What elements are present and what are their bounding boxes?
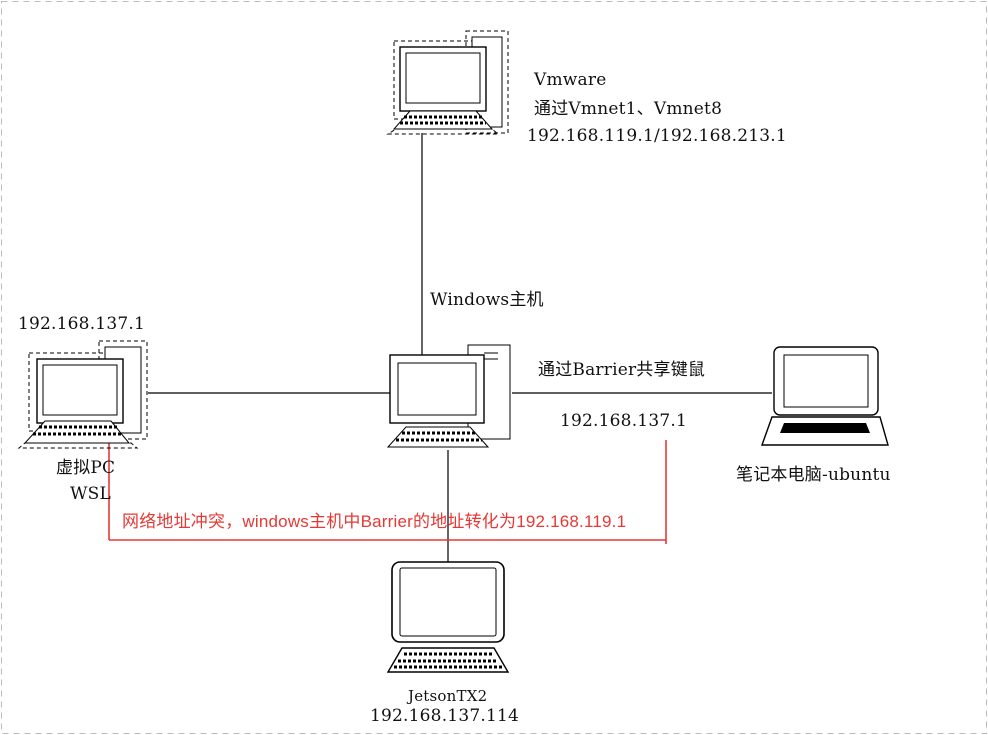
jetson-name: JetsonTX2 xyxy=(408,687,488,705)
barrier-link-ip: 192.168.137.1 xyxy=(560,411,687,431)
jetson-ip: 192.168.137.114 xyxy=(370,706,520,726)
conflict-annotation: 网络地址冲突，windows主机中Barrier的地址转化为192.168.11… xyxy=(122,512,627,531)
vmware-computer-icon xyxy=(386,30,509,135)
vmware-ip: 192.168.119.1/192.168.213.1 xyxy=(527,126,787,146)
laptop-label: 笔记本电脑-ubuntu xyxy=(736,465,891,485)
jetson-computer-icon xyxy=(386,561,510,673)
windows-host-label: Windows主机 xyxy=(430,290,544,310)
vmware-title: Vmware xyxy=(534,70,607,90)
barrier-link-label: 通过Barrier共享键鼠 xyxy=(538,360,706,380)
virtual-pc-computer-icon xyxy=(17,340,148,449)
connection-lines xyxy=(148,133,772,562)
virtual-pc-ip: 192.168.137.1 xyxy=(18,314,145,334)
laptop-computer-icon xyxy=(761,346,889,446)
windows-host-computer-icon xyxy=(386,344,511,448)
vmware-vmnet-label: 通过Vmnet1、Vmnet8 xyxy=(534,99,723,119)
virtual-pc-sublabel: WSL xyxy=(70,484,112,504)
virtual-pc-label: 虚拟PC xyxy=(56,458,116,478)
